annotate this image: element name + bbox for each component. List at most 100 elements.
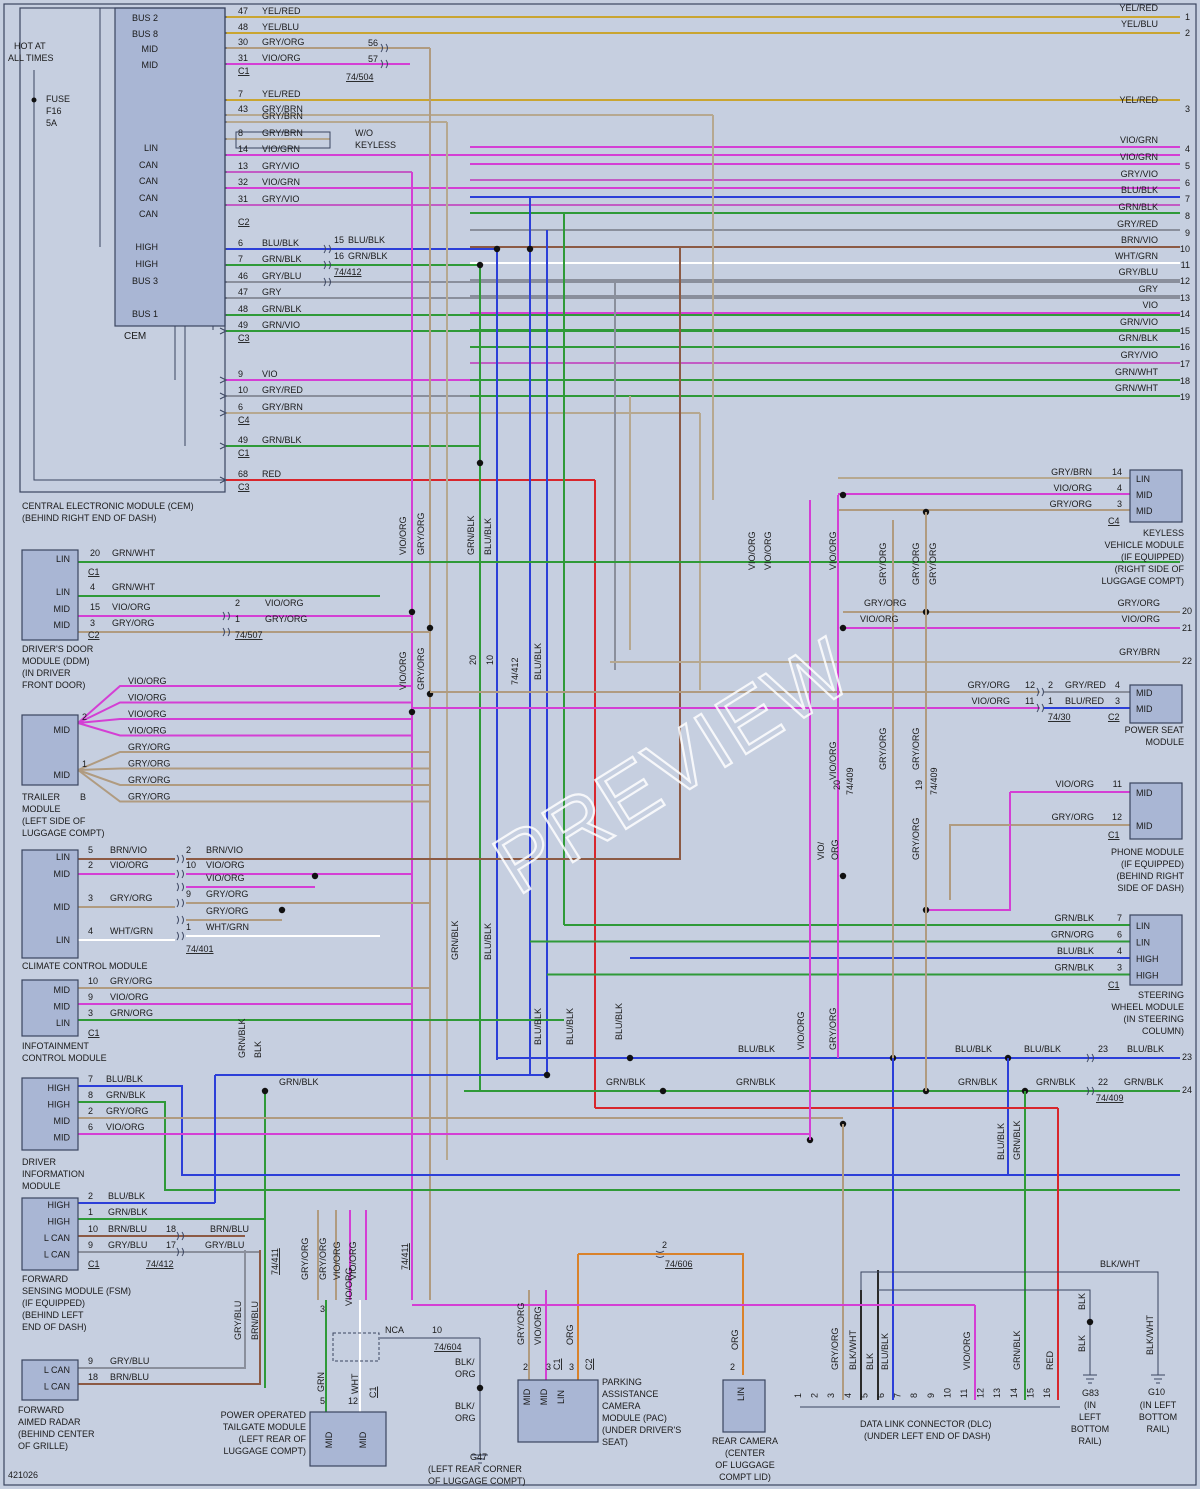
cem-wire-color: YEL/BLU <box>262 22 299 32</box>
cem-wire-pin: 31 <box>238 53 248 63</box>
keyless-wire-color: GRY/ORG <box>1050 499 1092 509</box>
vertical-wire-label: VIO/ORG <box>763 531 773 570</box>
trailer-pin-number: 2 <box>82 712 87 722</box>
steering-pin-number: 3 <box>1117 963 1122 973</box>
pac-label: PARKING <box>602 1377 642 1387</box>
tailgate-ref: 74/411 <box>400 1243 410 1270</box>
inline-ref: 74/504 <box>346 72 374 82</box>
phone-feed-2 <box>949 824 1010 900</box>
camera-label: REAR CAMERA <box>712 1436 778 1446</box>
climate-pin-label: LIN <box>56 935 70 945</box>
cem-wire-pin: 9 <box>238 369 243 379</box>
g83-ground <box>1083 1374 1097 1384</box>
keyless-label: LUGGAGE COMPT) <box>1101 576 1184 586</box>
dlc-pin: 1 <box>793 1393 803 1398</box>
radar-pin-label: L CAN <box>44 1382 70 1392</box>
vertical-wire-label: 19 <box>914 780 924 790</box>
tailgate-splice-7: VIO/ORG <box>344 1267 354 1306</box>
vertical-wire-label: GRN/BLK <box>466 515 476 555</box>
ddm-wire-color: GRY/ORG <box>112 618 154 628</box>
dlc-wire-number: 19 <box>1180 392 1190 402</box>
fsm-label: (IF EQUIPPED) <box>22 1298 85 1308</box>
cem-wire-color: GRY/BLU <box>262 271 301 281</box>
g47-label-2: OF LUGGAGE COMPT) <box>428 1476 526 1486</box>
ddm-pin-label: MID <box>54 604 71 614</box>
inline-connector <box>655 1250 665 1258</box>
dlc-wire-color: YEL/BLU <box>1121 19 1158 29</box>
seat-pin-label: MID <box>1136 704 1153 714</box>
cem-pin-label: HIGH <box>136 259 159 269</box>
ddm-label: FRONT DOOR) <box>22 680 85 690</box>
inline-connector <box>176 915 184 925</box>
splice-dot <box>626 1054 634 1062</box>
cem-wire-color: YEL/RED <box>262 89 301 99</box>
diagram-frame <box>3 3 1197 1486</box>
tailgate-label: TAILGATE MODULE <box>223 1422 306 1432</box>
camera-ref: 74/606 <box>665 1259 693 1269</box>
infotainment-pin: MID <box>54 1002 71 1012</box>
camera-box <box>722 1379 766 1433</box>
dlc-number-24: 24 <box>1182 1085 1192 1095</box>
infotainment-wire-color: GRY/ORG <box>110 976 152 986</box>
vertical-wire-label: VIO/ORG <box>398 651 408 690</box>
phone-wire-color: VIO/ORG <box>1055 779 1094 789</box>
tailgate-splice-6: 3 <box>320 1304 325 1314</box>
g83-wire: BLK <box>1077 1293 1087 1310</box>
radar-wire-color: BRN/BLU <box>110 1372 149 1382</box>
cem-wire-pin: 10 <box>238 385 248 395</box>
ddm-pin-number: 15 <box>90 602 100 612</box>
dlc-wire-number: 9 <box>1185 228 1190 238</box>
phone-pin-label: MID <box>1136 788 1153 798</box>
radar-wire-color: GRY/BLU <box>110 1356 149 1366</box>
dlc-pin: 10 <box>942 1388 952 1398</box>
dlc-number-23: 23 <box>1182 1052 1192 1062</box>
seat-label-2: MODULE <box>1145 737 1184 747</box>
camera-pin: LIN <box>736 1387 746 1401</box>
keyless-box <box>1129 469 1183 523</box>
steering-wire-color: GRN/BLK <box>1054 913 1094 923</box>
climate-inline-pin: 9 <box>186 889 191 899</box>
dlc-label-2: (UNDER LEFT END OF DASH) <box>864 1431 990 1441</box>
fsm-pin-label: L CAN <box>44 1233 70 1243</box>
seat-left-color: GRY/ORG <box>968 680 1010 690</box>
steering-pin-label: HIGH <box>1136 954 1159 964</box>
keyless-pin-label: LIN <box>1136 474 1150 484</box>
cem-wire-color: VIO/GRN <box>262 177 300 187</box>
infotainment-wire-color: GRN/ORG <box>110 1008 153 1018</box>
g83-label: (IN <box>1084 1400 1096 1410</box>
cem-wire-color: GRY/RED <box>262 385 303 395</box>
nca-ref: 74/604 <box>434 1342 462 1352</box>
dlc-pin: 5 <box>859 1393 869 1398</box>
climate-wire-color: VIO/ORG <box>110 860 149 870</box>
dlc-input-color: RED <box>1045 1350 1055 1370</box>
vertical-wire-label: 20 <box>832 780 842 790</box>
inline-connector <box>380 43 388 53</box>
dim-wire-color: GRN/BLK <box>106 1090 146 1100</box>
inline-connector <box>222 611 230 621</box>
pac-conn-2: C2 <box>584 1358 594 1370</box>
phone-box <box>1129 782 1183 840</box>
cem-pin-label: CAN <box>139 176 158 186</box>
climate-pin-label: LIN <box>56 852 70 862</box>
pac-label: (UNDER DRIVER'S <box>602 1425 681 1435</box>
cem-wire-pin: 6 <box>238 402 243 412</box>
vertical-wire-label: VIO/ORG <box>828 531 838 570</box>
dlc-wire-number-lower: 21 <box>1182 623 1192 633</box>
g10-label: (IN LEFT <box>1140 1400 1177 1410</box>
dim-label: INFORMATION <box>22 1169 84 1179</box>
dim-wire <box>78 1101 1180 1191</box>
dlc-pin: 3 <box>826 1393 836 1398</box>
dlc-input-color: BLK <box>865 1353 875 1370</box>
dim-pin-number: 7 <box>88 1074 93 1084</box>
fsm-label: SENSING MODULE (FSM) <box>22 1286 131 1296</box>
dlc-pin: 14 <box>1009 1388 1019 1398</box>
keyless-pin-number: 3 <box>1117 499 1122 509</box>
dlc-wire-number: 2 <box>1185 28 1190 38</box>
camera-label: OF LUGGAGE <box>715 1460 775 1470</box>
ddm-wire-color: VIO/ORG <box>112 602 151 612</box>
tailgate-label: (LEFT REAR OF <box>239 1434 307 1444</box>
wo-keyless-frame <box>235 131 331 149</box>
dlc-wire-color: GRN/WHT <box>1115 367 1158 377</box>
tailgate-connector: C1 <box>368 1386 378 1398</box>
inline-connector <box>176 854 184 864</box>
